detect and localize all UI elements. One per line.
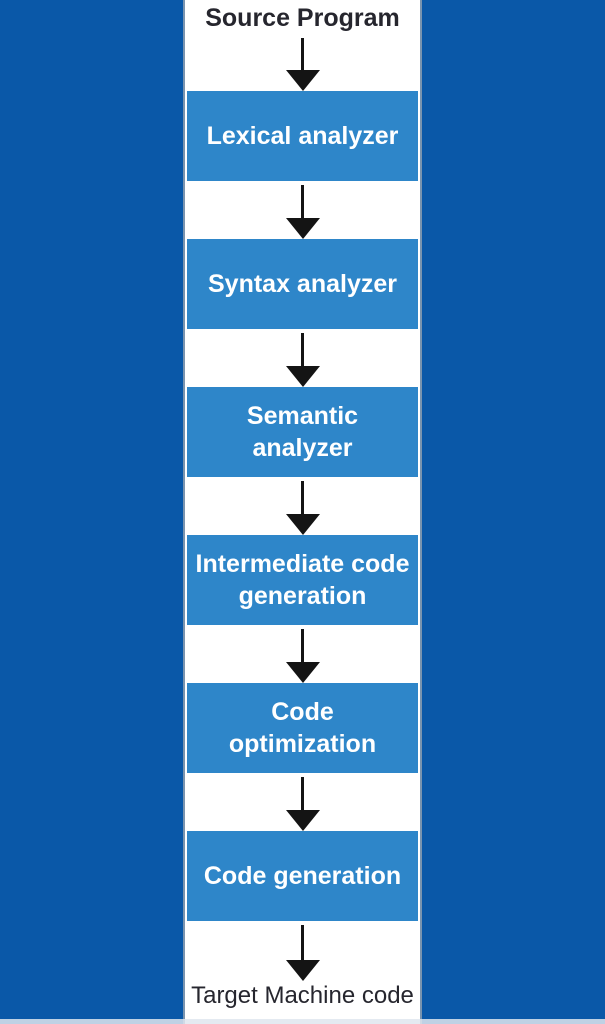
source-program-label: Source Program xyxy=(205,4,400,32)
arrow-head xyxy=(285,960,320,981)
arrow-shaft xyxy=(301,185,304,218)
arrow-down-icon xyxy=(185,773,420,831)
arrow-head xyxy=(285,218,320,239)
flow-box-semantic-analyzer: Semantic analyzer xyxy=(187,387,418,477)
arrow-shaft xyxy=(301,629,304,662)
arrow-down-icon xyxy=(185,181,420,239)
arrow-head xyxy=(285,70,320,91)
flowchart-panel: Source Program Lexical analyzer Syntax a… xyxy=(183,0,422,1024)
arrow-head xyxy=(285,514,320,535)
flow-box-code-optimization: Code optimization xyxy=(187,683,418,773)
flow-box-intermediate-code-generation: Intermediate code generation xyxy=(187,535,418,625)
arrow-shaft xyxy=(301,777,304,810)
target-machine-code-label: Target Machine code xyxy=(191,982,414,1009)
arrow-down-icon xyxy=(185,477,420,535)
arrow-down-icon xyxy=(185,329,420,387)
flow-box-code-generation: Code generation xyxy=(187,831,418,921)
arrow-shaft xyxy=(301,333,304,366)
arrow-down-icon xyxy=(185,34,420,91)
arrow-head xyxy=(285,366,320,387)
flow-box-lexical-analyzer: Lexical analyzer xyxy=(187,91,418,181)
arrow-down-icon xyxy=(185,625,420,683)
arrow-head xyxy=(285,662,320,683)
arrow-head xyxy=(285,810,320,831)
arrow-down-icon xyxy=(185,921,420,981)
arrow-shaft xyxy=(301,38,304,70)
arrow-shaft xyxy=(301,925,304,960)
flow-box-syntax-analyzer: Syntax analyzer xyxy=(187,239,418,329)
arrow-shaft xyxy=(301,481,304,514)
bottom-edge-strip xyxy=(0,1019,605,1024)
